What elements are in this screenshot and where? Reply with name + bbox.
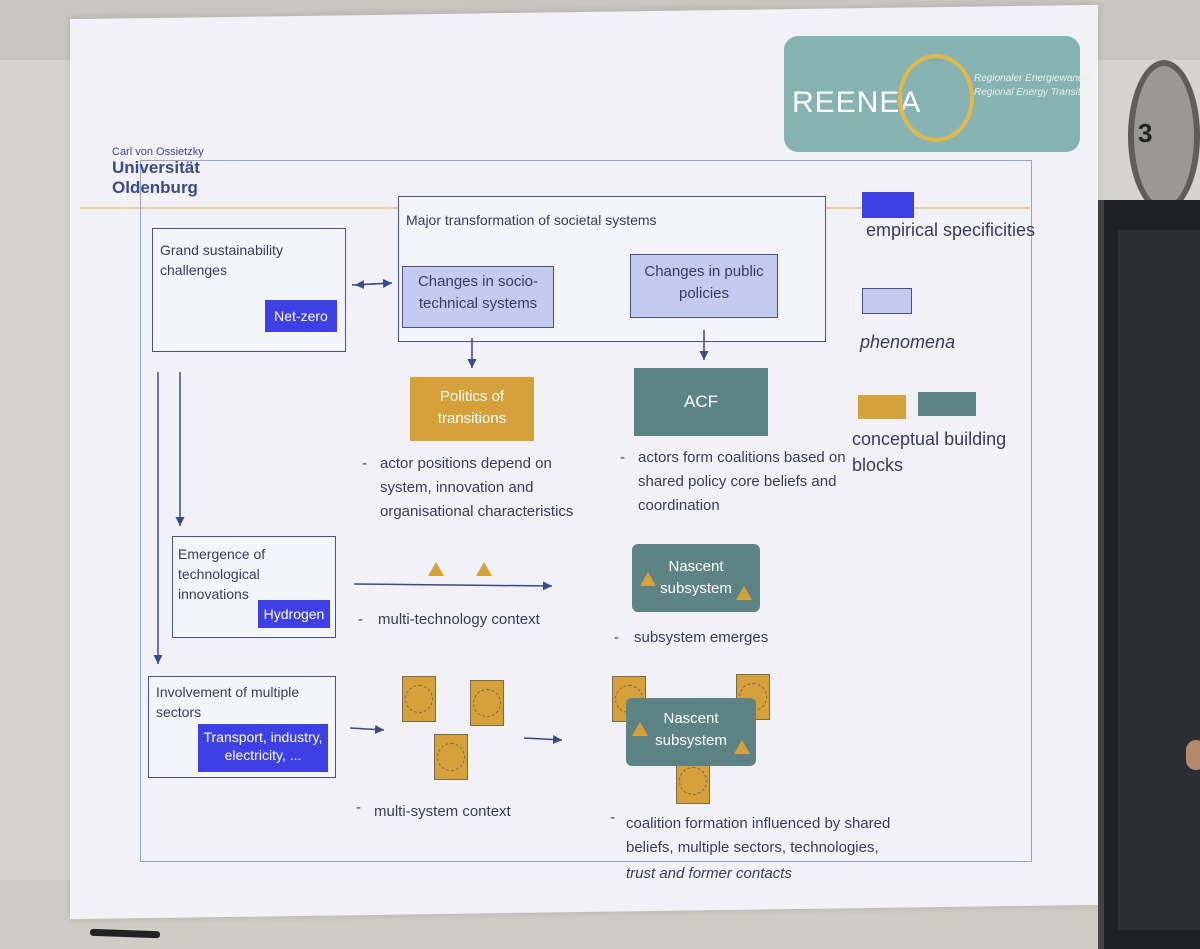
monitor-screen	[1118, 230, 1200, 930]
bullet-dash-1: -	[362, 455, 367, 472]
net-zero-tag: Net-zero	[265, 300, 337, 332]
reenea-logo-icon	[898, 54, 974, 142]
sector-square-ring	[437, 743, 465, 771]
socio-technical-box: Changes in socio-technical systems	[402, 266, 554, 328]
sector-square-2	[470, 680, 504, 726]
technology-triangle-2	[476, 562, 492, 576]
bullet-coalition-formation: coalition formation influenced by shared…	[626, 815, 891, 856]
bullet-dash-2: -	[620, 449, 625, 466]
technology-triangle-1	[428, 562, 444, 576]
clock-digit: 3	[1138, 118, 1153, 148]
legend-phenomena-label: phenomena	[860, 332, 956, 352]
bullet-multi-technology: multi-technology context	[378, 611, 540, 628]
legend-conceptual-label: conceptual building blocks	[852, 429, 1007, 475]
bullet-dash-3: -	[358, 611, 363, 628]
bullet-trust-contacts: trust and former contacts	[626, 865, 792, 882]
legend-empirical-label: empirical specificities	[866, 220, 1036, 240]
subsystem-triangle-1a	[640, 572, 656, 586]
legend-phenomena-swatch	[862, 288, 912, 314]
reenea-logo-subtitle: Regionaler Energiewandel Regional Energy…	[974, 72, 1094, 100]
diagram-frame	[140, 160, 1032, 862]
university-logo: Carl von Ossietzky Universität Oldenburg	[112, 146, 204, 198]
legend-empirical-swatch	[862, 192, 914, 218]
public-policies-box: Changes in public policies	[630, 254, 778, 318]
subsystem-triangle-1b	[736, 586, 752, 600]
involvement-title: Involvement of multiple sectors	[156, 684, 300, 720]
hand	[1186, 740, 1200, 770]
sector-square-ring	[679, 767, 707, 795]
bullet-dash-6: -	[610, 809, 615, 826]
legend-conceptual-teal-swatch	[918, 392, 976, 416]
nascent-subsystem-block-2: Nascent subsystem	[626, 698, 756, 766]
sector-square-3	[434, 734, 468, 780]
bullet-subsystem-emerges: subsystem emerges	[634, 629, 769, 646]
subsystem-triangle-2b	[734, 740, 750, 754]
sector-square-1	[402, 676, 436, 722]
hydrogen-tag: Hydrogen	[258, 600, 330, 628]
bullet-actors-form-coalitions: actors form coalitions based on shared p…	[638, 449, 846, 514]
sector-square-ring	[405, 685, 433, 713]
sector-square-ring	[473, 689, 501, 717]
sectors-tag: Transport, industry, electricity, ...	[198, 724, 328, 772]
university-line-2: Universität	[112, 158, 200, 177]
subsystem-triangle-2a	[632, 722, 648, 736]
bullet-dash-5: -	[356, 799, 361, 816]
bullet-multi-system: multi-system context	[374, 803, 511, 820]
politics-of-transitions-block: Politics of transitions	[410, 377, 534, 441]
bullet-dash-4: -	[614, 629, 619, 646]
reenea-sub-2: Regional Energy Transition	[974, 87, 1094, 98]
bullet-actor-positions: actor positions depend on system, innova…	[380, 455, 574, 520]
university-line-3: Oldenburg	[112, 178, 198, 197]
emergence-title: Emergence of technological innovations	[178, 546, 266, 602]
university-line-1: Carl von Ossietzky	[112, 146, 204, 158]
reenea-sub-1: Regionaler Energiewandel	[974, 73, 1092, 84]
major-transformation-title: Major transformation of societal systems	[406, 212, 657, 228]
acf-block: ACF	[634, 368, 768, 436]
legend-conceptual-orange-swatch	[858, 395, 906, 419]
grand-challenges-title: Grand sustainability challenges	[160, 242, 283, 278]
